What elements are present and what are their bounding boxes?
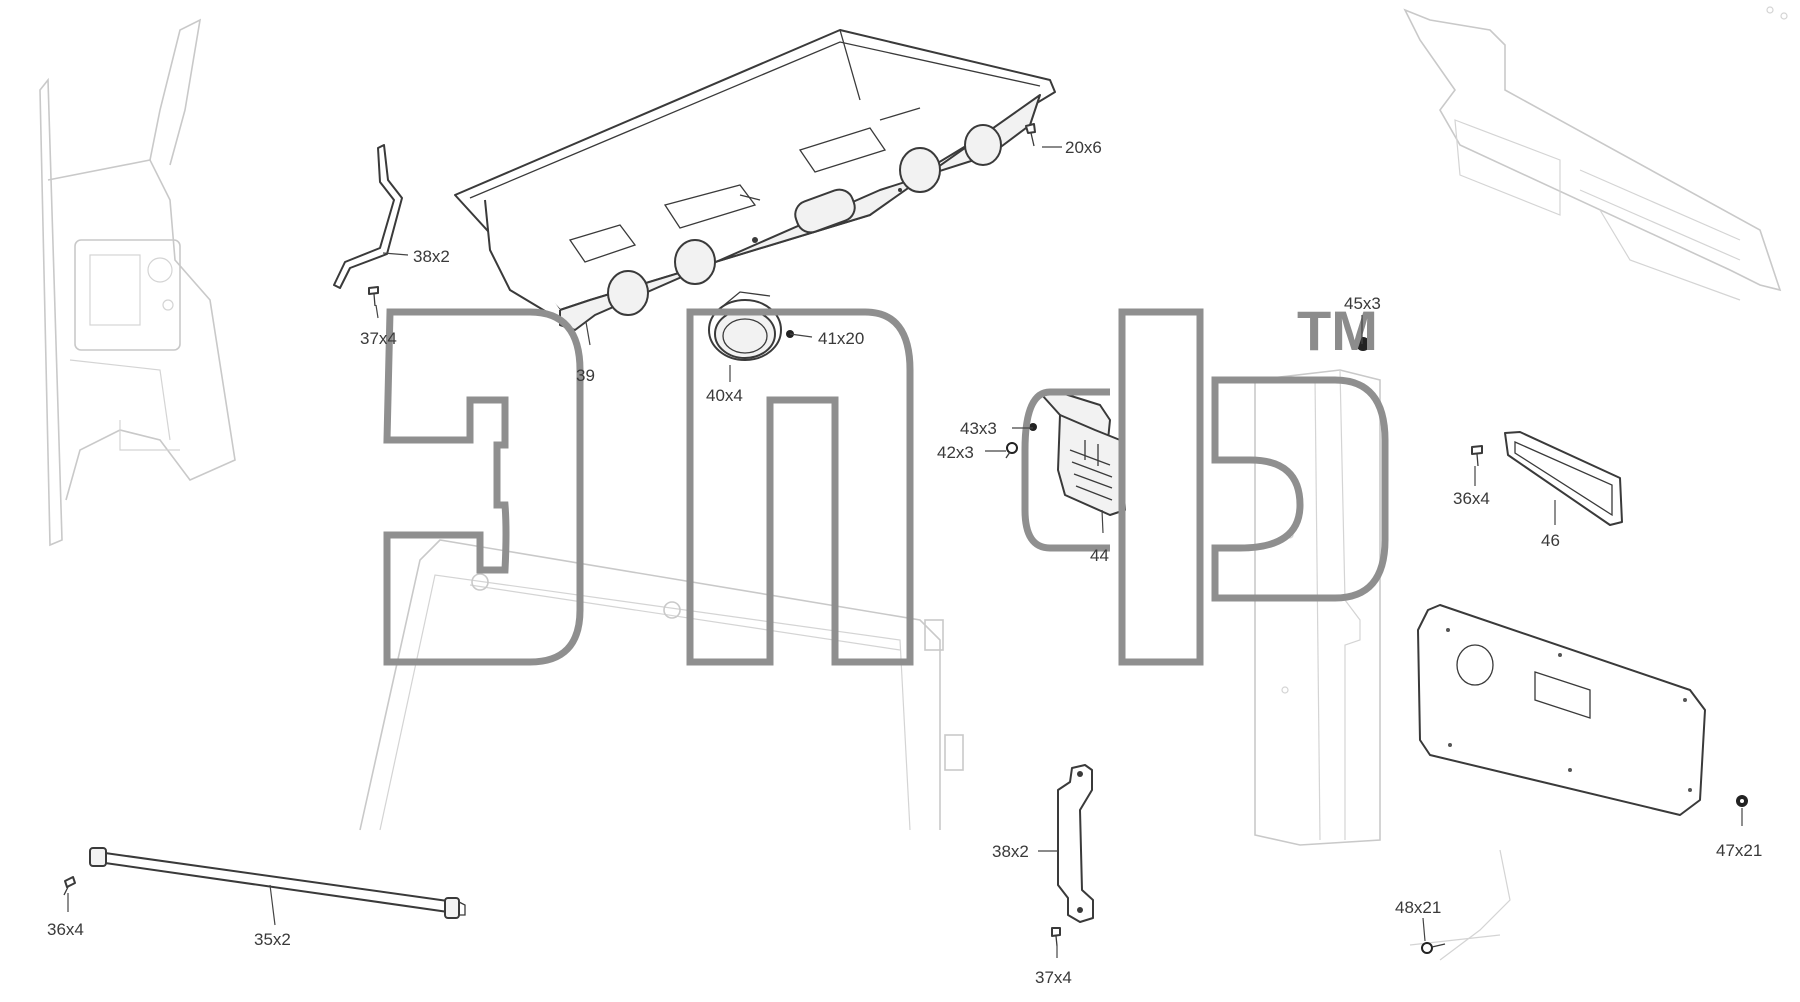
background-door-frame — [359, 214, 964, 831]
callout-20x6: 20x6 — [1065, 138, 1102, 157]
watermark-letter-3-bowl — [1021, 388, 1110, 552]
fastener-screw-36-left — [63, 876, 76, 896]
watermark: TM — [383, 299, 1389, 666]
fastener-nut-47 — [1736, 795, 1748, 807]
part-switch-assembly — [1041, 389, 1126, 516]
fastener-screw-42 — [1005, 442, 1018, 459]
callout-40x4: 40x4 — [706, 386, 743, 405]
fastener-nut-45 — [1356, 337, 1370, 351]
fastener-screw-37-lower — [1051, 927, 1061, 947]
watermark-letter-2 — [686, 308, 914, 666]
part-speaker-frame-46 — [1504, 431, 1623, 526]
part-grab-handle-upper — [333, 144, 403, 289]
fastener-screw-48 — [1421, 942, 1446, 954]
watermark-trademark: TM — [1297, 299, 1378, 362]
callout-47x21: 47x21 — [1716, 841, 1762, 860]
callout-41x20: 41x20 — [818, 329, 864, 348]
callout-38x2-lower: 38x2 — [992, 842, 1029, 861]
callout-36x4-left: 36x4 — [47, 920, 84, 939]
callout-37x4-lower: 37x4 — [1035, 968, 1072, 987]
fastener-screw-36-right — [1471, 445, 1483, 467]
callout-45x3: 45x3 — [1344, 294, 1381, 313]
callout-42x3: 42x3 — [937, 443, 974, 462]
callout-39: 39 — [576, 366, 595, 385]
callout-48x21: 48x21 — [1395, 898, 1441, 917]
part-overhead-console-tray — [454, 29, 1056, 331]
callout-36x4-right: 36x4 — [1453, 489, 1490, 508]
watermark-letter-4 — [1211, 376, 1389, 602]
background-rear-pillar — [1254, 369, 1381, 846]
callout-37x4-upper: 37x4 — [360, 329, 397, 348]
fastener-screw-37-upper — [368, 286, 379, 307]
callout-46: 46 — [1541, 531, 1560, 550]
part-speaker-grille-ring — [708, 291, 782, 361]
leader-lines — [67, 146, 1743, 958]
background-cab-right-beam — [1403, 6, 1788, 301]
callout-44: 44 — [1090, 546, 1109, 565]
callout-35x2: 35x2 — [254, 930, 291, 949]
part-rod-35 — [89, 847, 466, 919]
background-cab-left-pillar — [39, 18, 236, 547]
part-grab-handle-lower — [1057, 764, 1094, 923]
fastener-nut-43 — [1029, 423, 1037, 431]
callout-43x3: 43x3 — [960, 419, 997, 438]
fastener-screw-20 — [1025, 123, 1036, 147]
callout-38x2-upper: 38x2 — [413, 247, 450, 266]
watermark-letter-3 — [1118, 308, 1204, 666]
part-trim-panel — [1417, 604, 1706, 816]
watermark-letter-1 — [383, 308, 584, 666]
callouts: 20x6 38x2 37x4 39 41x20 40x4 45x3 43x3 4… — [47, 138, 1762, 987]
